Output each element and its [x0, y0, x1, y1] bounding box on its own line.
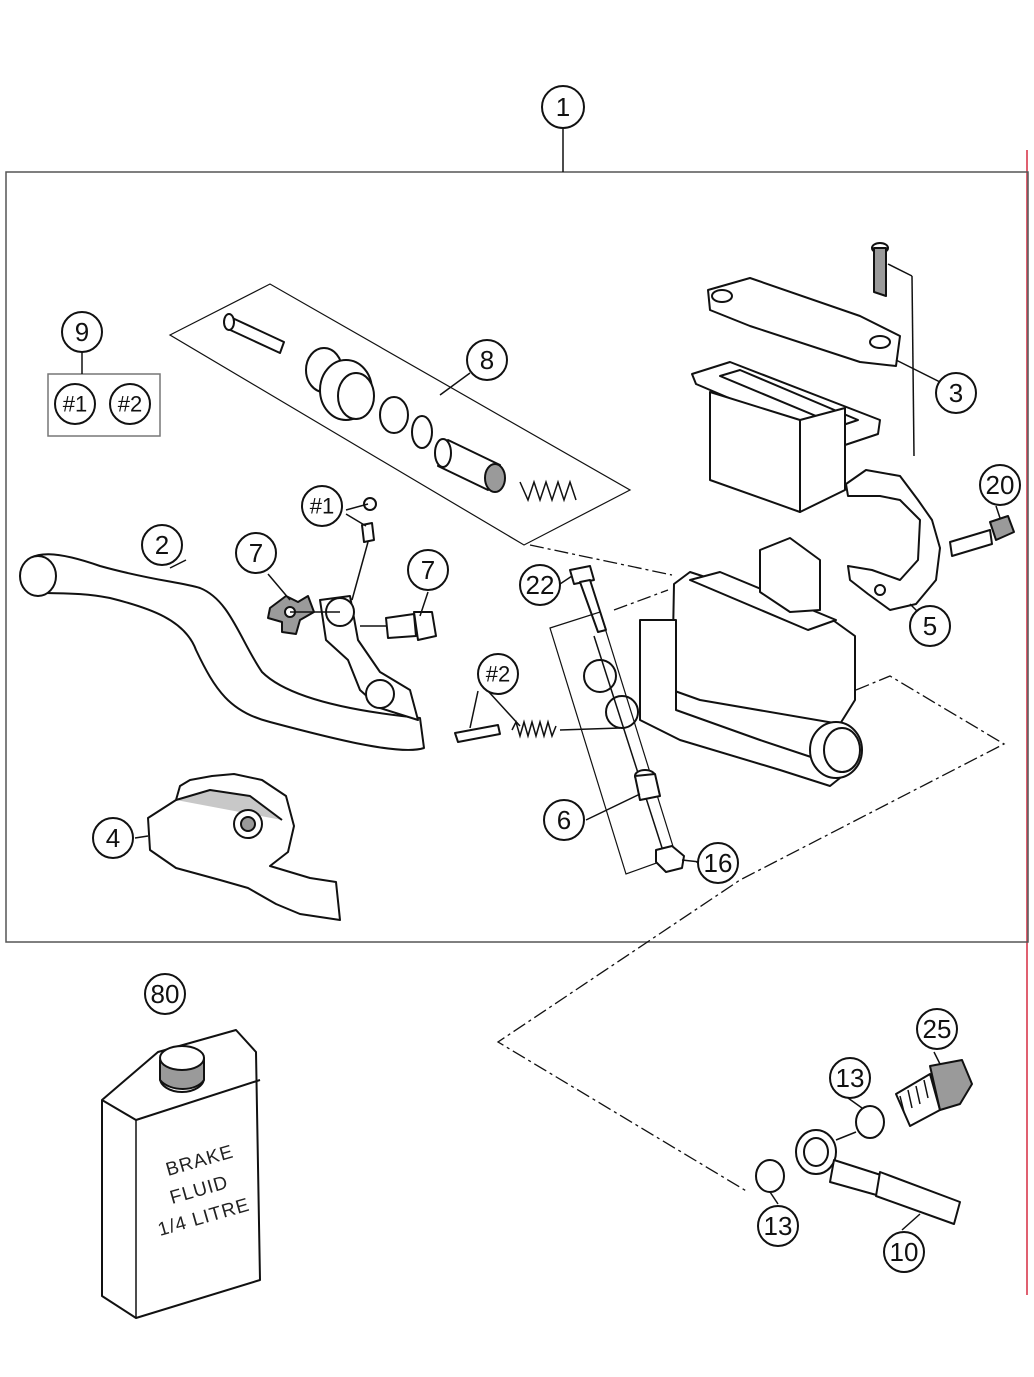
callout-13b-leader	[769, 1191, 779, 1205]
banjo-fitting	[795, 1129, 961, 1225]
assembly-frame	[5, 171, 1029, 943]
svg-text:7: 7	[421, 555, 435, 585]
callout-4: 4	[92, 817, 134, 859]
svg-text:13: 13	[764, 1211, 793, 1241]
callout-13a: 13	[829, 1057, 871, 1099]
return-spring	[519, 479, 577, 503]
svg-text:1: 1	[556, 92, 570, 122]
callout-16: 16	[697, 842, 739, 884]
svg-text:22: 22	[526, 570, 555, 600]
callout-8: 8	[466, 339, 508, 381]
callout-10-leader	[901, 1213, 921, 1231]
callout-3: 3	[935, 372, 977, 414]
callout-9: 9	[61, 311, 103, 353]
callout-7b: 7	[407, 549, 449, 591]
callout-1: 1	[541, 85, 585, 129]
callout-k1-legend: #1	[54, 383, 96, 425]
clamp-bolt	[949, 515, 1015, 557]
callout-7b-leader	[419, 591, 429, 617]
adjuster-knob	[267, 595, 340, 635]
dashed-connector-right	[496, 589, 1006, 1193]
banjo-bolt	[895, 1059, 973, 1127]
brake-fluid-container	[101, 1029, 261, 1319]
callout-25: 25	[916, 1008, 958, 1050]
svg-text:25: 25	[923, 1014, 952, 1044]
sealing-washer-lower	[755, 1159, 785, 1193]
callout-20: 20	[979, 464, 1021, 506]
svg-text:6: 6	[557, 805, 571, 835]
piston	[434, 438, 506, 493]
nut	[655, 845, 701, 873]
bushing	[585, 769, 661, 821]
callout-22-leader	[559, 575, 573, 585]
callout-13b: 13	[757, 1205, 799, 1247]
callout-4-leader	[134, 835, 149, 839]
piston-cup	[305, 347, 375, 421]
svg-text:4: 4	[106, 823, 120, 853]
brake-lever	[19, 553, 425, 751]
ball-and-screw	[345, 497, 377, 601]
kit-8-outline	[168, 283, 632, 546]
svg-text:8: 8	[480, 345, 494, 375]
svg-text:9: 9	[75, 317, 89, 347]
callout-2-leader	[169, 559, 187, 569]
dashed-connector-upper	[529, 544, 673, 576]
svg-text:10: 10	[890, 1237, 919, 1267]
kit-9-box	[47, 373, 161, 437]
svg-text:7: 7	[249, 538, 263, 568]
pin-and-spring	[454, 690, 621, 743]
svg-text:#1: #1	[63, 392, 87, 417]
piston-pushrod	[223, 313, 285, 354]
callout-k2: #2	[477, 653, 519, 695]
callout-7a: 7	[235, 532, 277, 574]
callout-6: 6	[543, 799, 585, 841]
callout-2: 2	[141, 524, 183, 566]
reservoir-cover	[707, 277, 901, 367]
callout-5: 5	[909, 605, 951, 647]
svg-text:16: 16	[704, 848, 733, 878]
circlip	[379, 396, 409, 434]
callout-20-leader	[995, 505, 1001, 519]
reservoir-diaphragm	[709, 391, 846, 513]
svg-text:#2: #2	[486, 662, 510, 687]
svg-text:80: 80	[151, 979, 180, 1009]
bolt-22	[569, 565, 607, 633]
bolt-axis	[593, 635, 665, 855]
callout-13a-leader	[847, 1097, 863, 1109]
svg-text:20: 20	[986, 470, 1015, 500]
svg-text:#1: #1	[310, 494, 334, 519]
callout-10: 10	[883, 1231, 925, 1273]
callout-80: 80	[144, 973, 186, 1015]
svg-text:#2: #2	[118, 392, 142, 417]
callout-8-leader	[439, 372, 471, 396]
o-ring	[411, 415, 433, 449]
svg-text:2: 2	[155, 530, 169, 560]
callout-22: 22	[519, 564, 561, 606]
pivot-bolt	[360, 611, 437, 641]
handlebar-clamp	[845, 469, 941, 611]
master-cylinder-body	[583, 537, 863, 787]
callout-25-leader	[933, 1051, 941, 1065]
cover-screw	[871, 242, 941, 457]
svg-text:13: 13	[836, 1063, 865, 1093]
svg-text:3: 3	[949, 378, 963, 408]
svg-text:5: 5	[923, 611, 937, 641]
callout-k2-legend: #2	[109, 383, 151, 425]
callout-k1: #1	[301, 485, 343, 527]
lever-guard	[147, 773, 341, 921]
callout-7a-leader	[267, 573, 291, 601]
sealing-washer-upper	[855, 1105, 885, 1139]
